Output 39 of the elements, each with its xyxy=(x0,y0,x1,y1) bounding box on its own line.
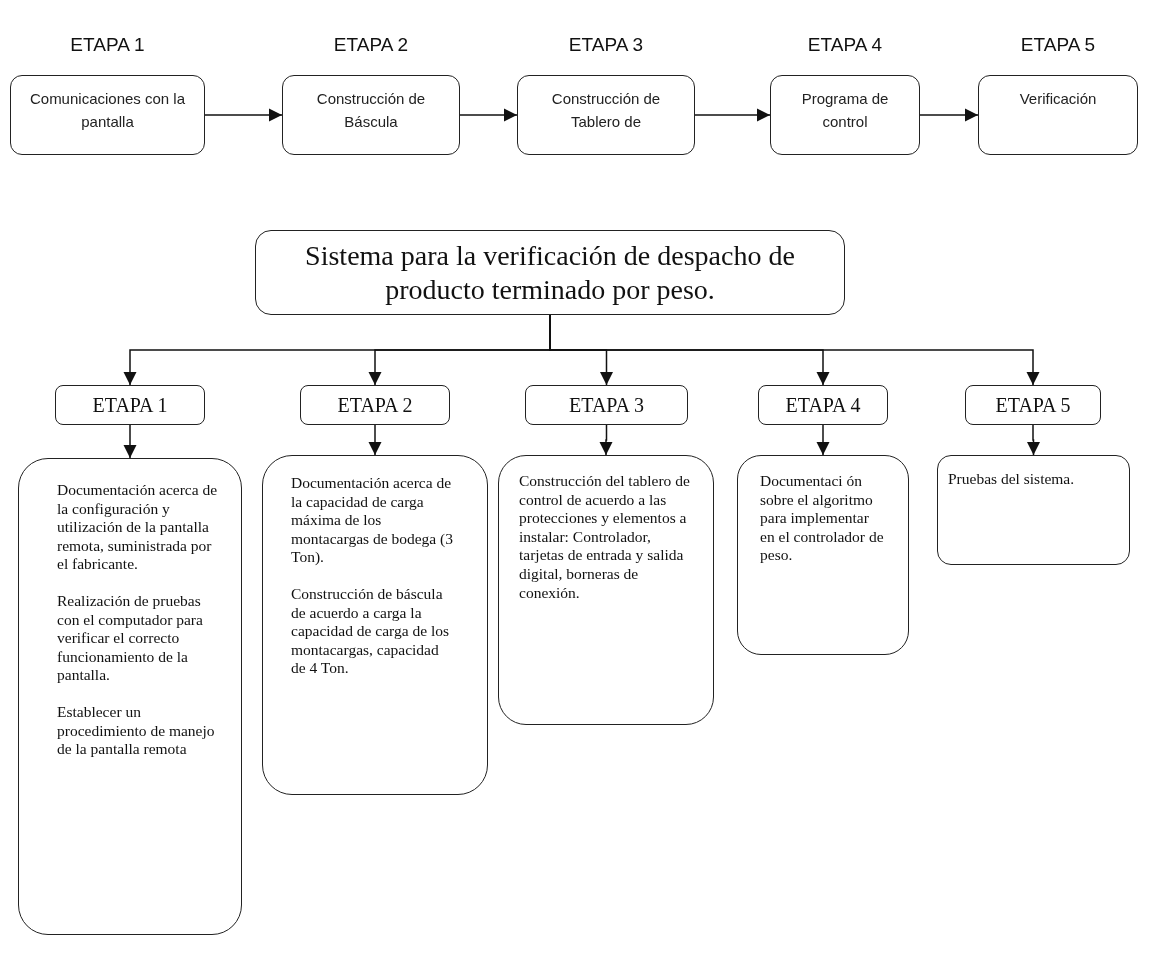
task-text: Documentación acerca de la configuración y utilización de la pantalla remota, suministrada por el fabricante. xyxy=(57,481,219,574)
task-box xyxy=(498,455,714,725)
stage-box: ETAPA 5 xyxy=(965,385,1101,425)
arrow xyxy=(1026,424,1041,456)
arrow xyxy=(816,424,830,456)
process-box: Comunicaciones con la pantalla xyxy=(10,75,205,155)
task-box xyxy=(737,455,909,655)
arrow xyxy=(123,424,137,459)
task-text: Realización de pruebas con el computador para verificar el correcto funcionamiento de la pantalla. xyxy=(57,591,204,685)
stage-box: ETAPA 3 xyxy=(525,385,688,425)
arrow xyxy=(549,314,1040,386)
task-box xyxy=(262,455,488,795)
stage-box: ETAPA 2 xyxy=(300,385,450,425)
task-box xyxy=(937,455,1130,565)
arrow xyxy=(694,108,771,122)
stage-box: ETAPA 1 xyxy=(55,385,205,425)
stage-heading: ETAPA 5 xyxy=(1020,33,1096,57)
task-box xyxy=(18,458,242,935)
task-text: Establecer un procedimiento de manejo de la pantalla remota xyxy=(57,702,216,759)
task-text: Pruebas del sistema. xyxy=(948,470,1076,489)
task-text: Documentaci ón sobre el algoritmo para implementar en el controlador de peso. xyxy=(760,472,884,565)
stage-heading: ETAPA 1 xyxy=(70,33,145,57)
system-box: Sistema para la verificación de despacho de producto terminado por peso. xyxy=(255,230,845,315)
arrow xyxy=(204,108,283,122)
process-box: Verificación xyxy=(978,75,1138,155)
arrow xyxy=(599,424,613,456)
arrow xyxy=(919,108,979,122)
stage-box: ETAPA 4 xyxy=(758,385,888,425)
process-box: Construcción de Tablero de xyxy=(517,75,695,155)
stage-heading: ETAPA 2 xyxy=(333,33,409,57)
arrow xyxy=(368,424,382,456)
process-box: Programa de control xyxy=(770,75,920,155)
stage-heading: ETAPA 4 xyxy=(807,33,883,57)
arrow xyxy=(459,108,518,122)
process-box: Construcción de Báscula xyxy=(282,75,460,155)
task-text: Construcción de báscula de acuerdo a carga la capacidad de carga de los montacargas, capacidad de 4 Ton. xyxy=(291,584,451,678)
task-text: Construcción del tablero de control de acuerdo a las protecciones y elementos a instalar: Controlador, tarjetas de entrada y salida digital, borneras de conexión. xyxy=(519,472,691,603)
task-text: Documentación acerca de la capacidad de carga máxima de los montacargas de bodega (3 Ton). xyxy=(291,474,454,567)
stage-heading: ETAPA 3 xyxy=(568,33,644,57)
